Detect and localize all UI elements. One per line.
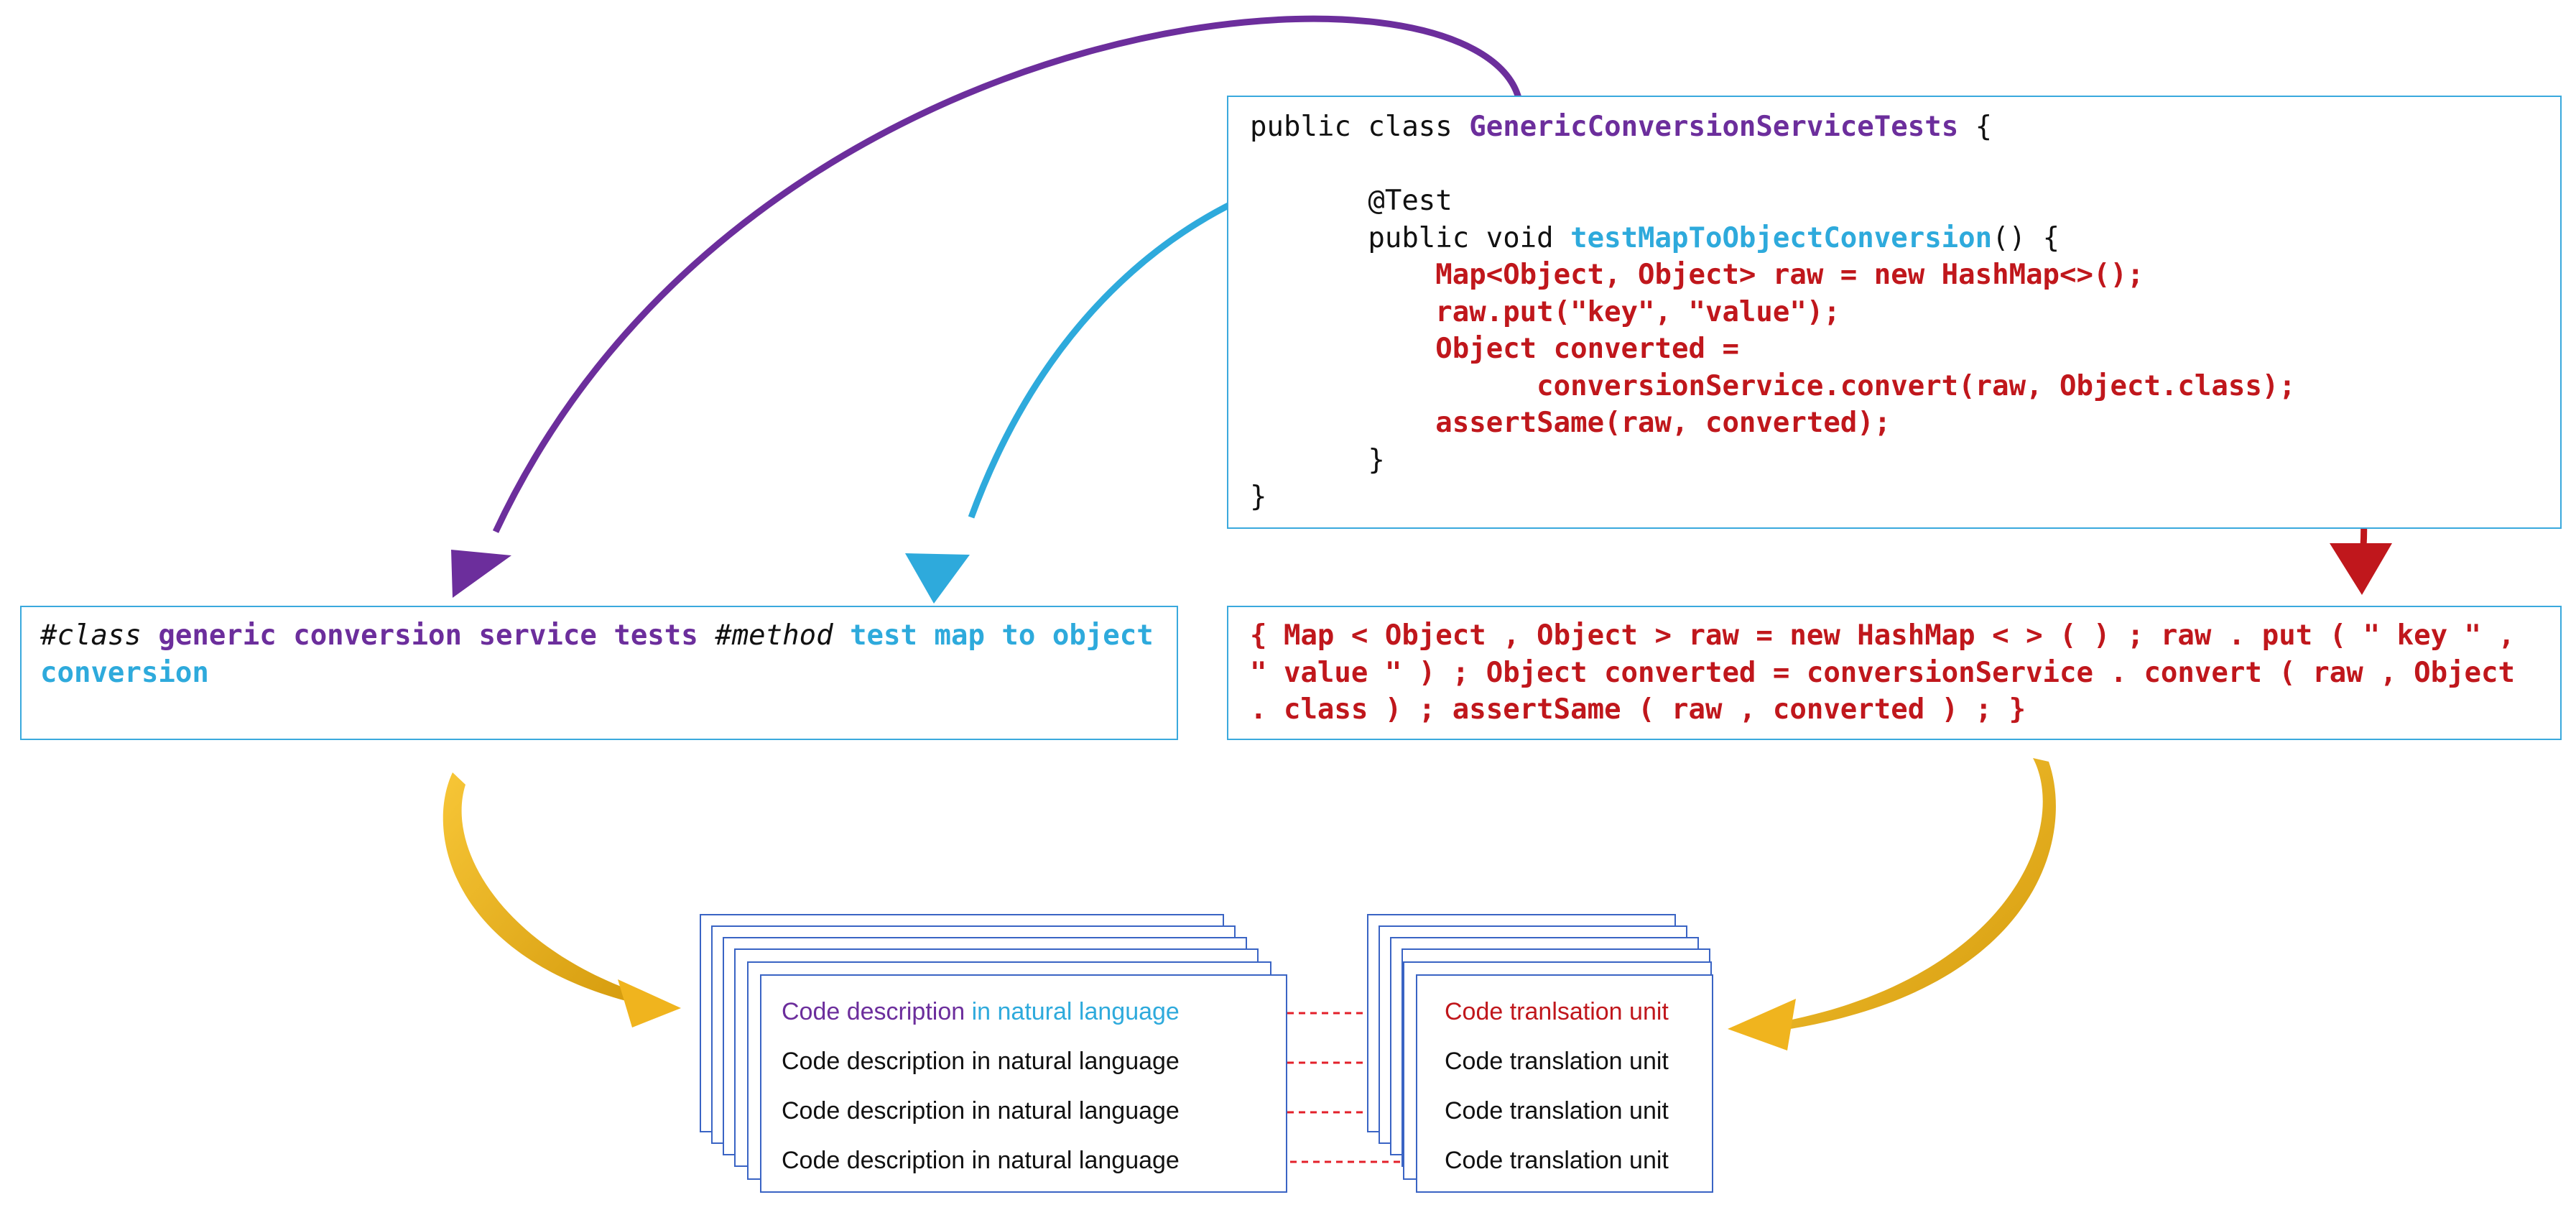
- gold-arc-left: [443, 772, 647, 1006]
- code-token: Object converted =: [1250, 333, 1739, 365]
- code-token: public class: [1250, 111, 1470, 143]
- description-item-first-part1: Code description: [782, 998, 965, 1025]
- gold-arrowhead-right: [1728, 999, 1796, 1050]
- code-line: @Test: [1250, 183, 2296, 220]
- code-line: assertSame(raw, converted);: [1250, 405, 2296, 442]
- tokens-box: { Map < Object , Object > raw = new Hash…: [1227, 606, 2562, 740]
- code-line: conversionService.convert(raw, Object.cl…: [1250, 368, 2296, 405]
- code-token: () {: [1992, 221, 2060, 254]
- blue-arrowhead: [905, 553, 970, 604]
- code-token: Map<Object, Object> raw = new HashMap<>(…: [1250, 259, 2144, 291]
- translation-unit: Code translation unit: [1445, 1097, 1669, 1124]
- java-code-box: public class GenericConversionServiceTes…: [1227, 96, 2562, 529]
- method-tag: #method: [715, 619, 833, 652]
- code-line: public void testMapToObjectConversion() …: [1250, 220, 2296, 257]
- code-token: {: [1958, 111, 1993, 143]
- left-front-card: [760, 974, 1287, 1193]
- class-words: generic conversion service tests: [158, 619, 698, 652]
- description-item-first: Code description in natural language: [782, 998, 1180, 1026]
- description-text: #class generic conversion service tests …: [40, 617, 1161, 691]
- code-token: }: [1250, 481, 1267, 513]
- code-line: raw.put("key", "value");: [1250, 294, 2296, 331]
- code-line: [1250, 146, 2296, 183]
- gold-arrowhead-left: [618, 979, 681, 1027]
- gold-arc-right: [1782, 758, 2056, 1030]
- code-token: raw.put("key", "value");: [1250, 295, 1840, 328]
- code-token: GenericConversionServiceTests: [1469, 111, 1959, 143]
- translation-unit: Code translation unit: [1445, 1048, 1669, 1075]
- description-item-first-part2: in natural language: [965, 998, 1180, 1025]
- description-item: Code description in natural language: [782, 1147, 1180, 1174]
- right-front-card: [1416, 974, 1713, 1193]
- code-line: public class GenericConversionServiceTes…: [1250, 108, 2296, 146]
- method-words: test map to object conversion: [40, 619, 1154, 689]
- code-line: Object converted =: [1250, 331, 2296, 368]
- java-code: public class GenericConversionServiceTes…: [1250, 108, 2296, 516]
- code-token: conversionService.convert(raw, Object.cl…: [1250, 369, 2296, 402]
- code-line: Map<Object, Object> raw = new HashMap<>(…: [1250, 257, 2296, 294]
- token-sequence: { Map < Object , Object > raw = new Hash…: [1250, 619, 2515, 726]
- class-tag: #class: [40, 619, 142, 652]
- description-item: Code description in natural language: [782, 1048, 1180, 1075]
- description-box: #class generic conversion service tests …: [20, 606, 1178, 740]
- code-token: public void: [1250, 221, 1571, 254]
- code-line: }: [1250, 479, 2296, 516]
- translation-unit-first: Code tranlsation unit: [1445, 998, 1669, 1025]
- code-token: @Test: [1250, 185, 1453, 217]
- description-item: Code description in natural language: [782, 1097, 1180, 1124]
- code-token: testMapToObjectConversion: [1570, 221, 1993, 254]
- purple-arrowhead: [451, 550, 511, 598]
- purple-arc: [492, 15, 1523, 533]
- red-arrowhead: [2330, 543, 2392, 595]
- code-token: assertSame(raw, converted);: [1250, 407, 1891, 439]
- translation-unit: Code translation unit: [1445, 1147, 1669, 1174]
- code-line: }: [1250, 442, 2296, 479]
- code-token: }: [1250, 443, 1385, 476]
